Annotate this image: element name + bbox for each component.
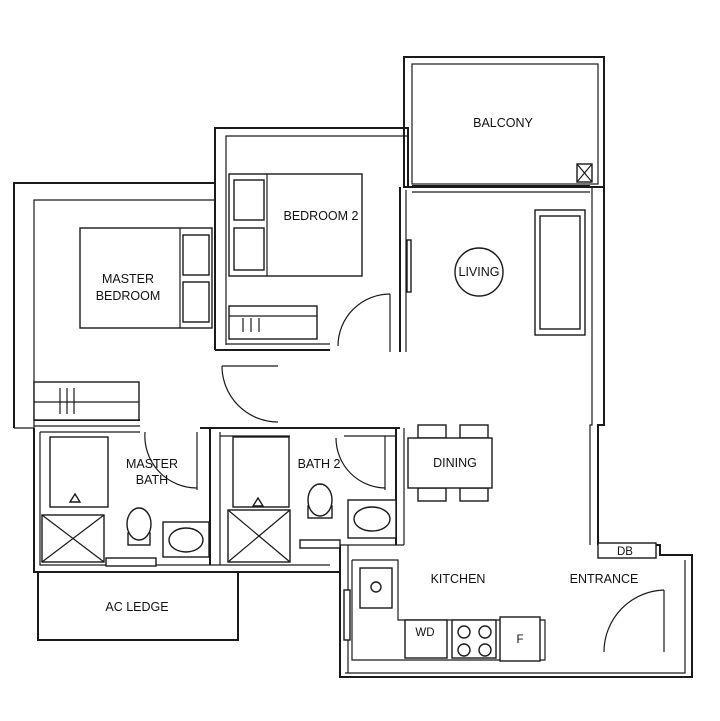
bedroom2-bed-icon — [228, 173, 363, 277]
fridge-icon — [499, 616, 541, 662]
bedroom2-wardrobe-icon — [228, 305, 318, 340]
balcony-label: BALCONY — [473, 116, 533, 130]
sofa-icon — [534, 209, 586, 336]
master-bath-fixtures — [41, 436, 210, 563]
entrance-door[interactable] — [603, 589, 665, 653]
windows — [105, 239, 412, 641]
bath2-door[interactable] — [335, 436, 386, 490]
db-box — [597, 542, 657, 559]
master-bedroom-label-line2: BEDROOM — [96, 289, 161, 303]
balcony-drain-icon — [576, 163, 593, 183]
bedroom2-door[interactable] — [337, 293, 391, 352]
bath2-shower-area — [232, 436, 290, 508]
wd-label: WD — [415, 627, 434, 639]
kitchen-label: KITCHEN — [431, 572, 486, 586]
master-bedroom-label-line1: MASTER — [102, 272, 154, 286]
bath2-toilet-icon — [307, 483, 333, 517]
master-bed-icon — [79, 227, 213, 329]
entrance-label: ENTRANCE — [570, 572, 639, 586]
master-sink-icon — [168, 527, 204, 553]
master-bedroom-door[interactable] — [221, 365, 279, 423]
kitchen-fixtures — [359, 567, 541, 662]
db-label: DB — [617, 546, 633, 558]
ac-ledge-label: AC LEDGE — [105, 600, 168, 614]
master-shower-area — [49, 436, 109, 508]
bath2-sink-icon — [353, 506, 391, 532]
bath2-label: BATH 2 — [298, 457, 341, 471]
interior-partitions — [34, 185, 590, 673]
washer-dryer-icon — [404, 619, 448, 659]
dining-label: DINING — [433, 456, 477, 470]
master-bath-label-line2: BATH — [136, 473, 168, 487]
doors — [144, 293, 665, 653]
master-wardrobe-icon — [33, 381, 140, 421]
living-label: LIVING — [459, 265, 500, 279]
exterior-walls — [13, 56, 693, 678]
master-bath-label-line1: MASTER — [126, 457, 178, 471]
fridge-label: F — [516, 634, 523, 646]
living-circle — [454, 247, 504, 297]
master-bath-door[interactable] — [144, 431, 198, 490]
furniture — [33, 163, 657, 662]
dining-table-icon — [407, 424, 493, 502]
master-toilet-icon — [126, 507, 152, 541]
room-labels: BALCONY BEDROOM 2 LIVING MASTER BEDROOM … — [96, 116, 639, 646]
bedroom2-label: BEDROOM 2 — [283, 209, 358, 223]
bath2-fixtures — [227, 436, 397, 563]
